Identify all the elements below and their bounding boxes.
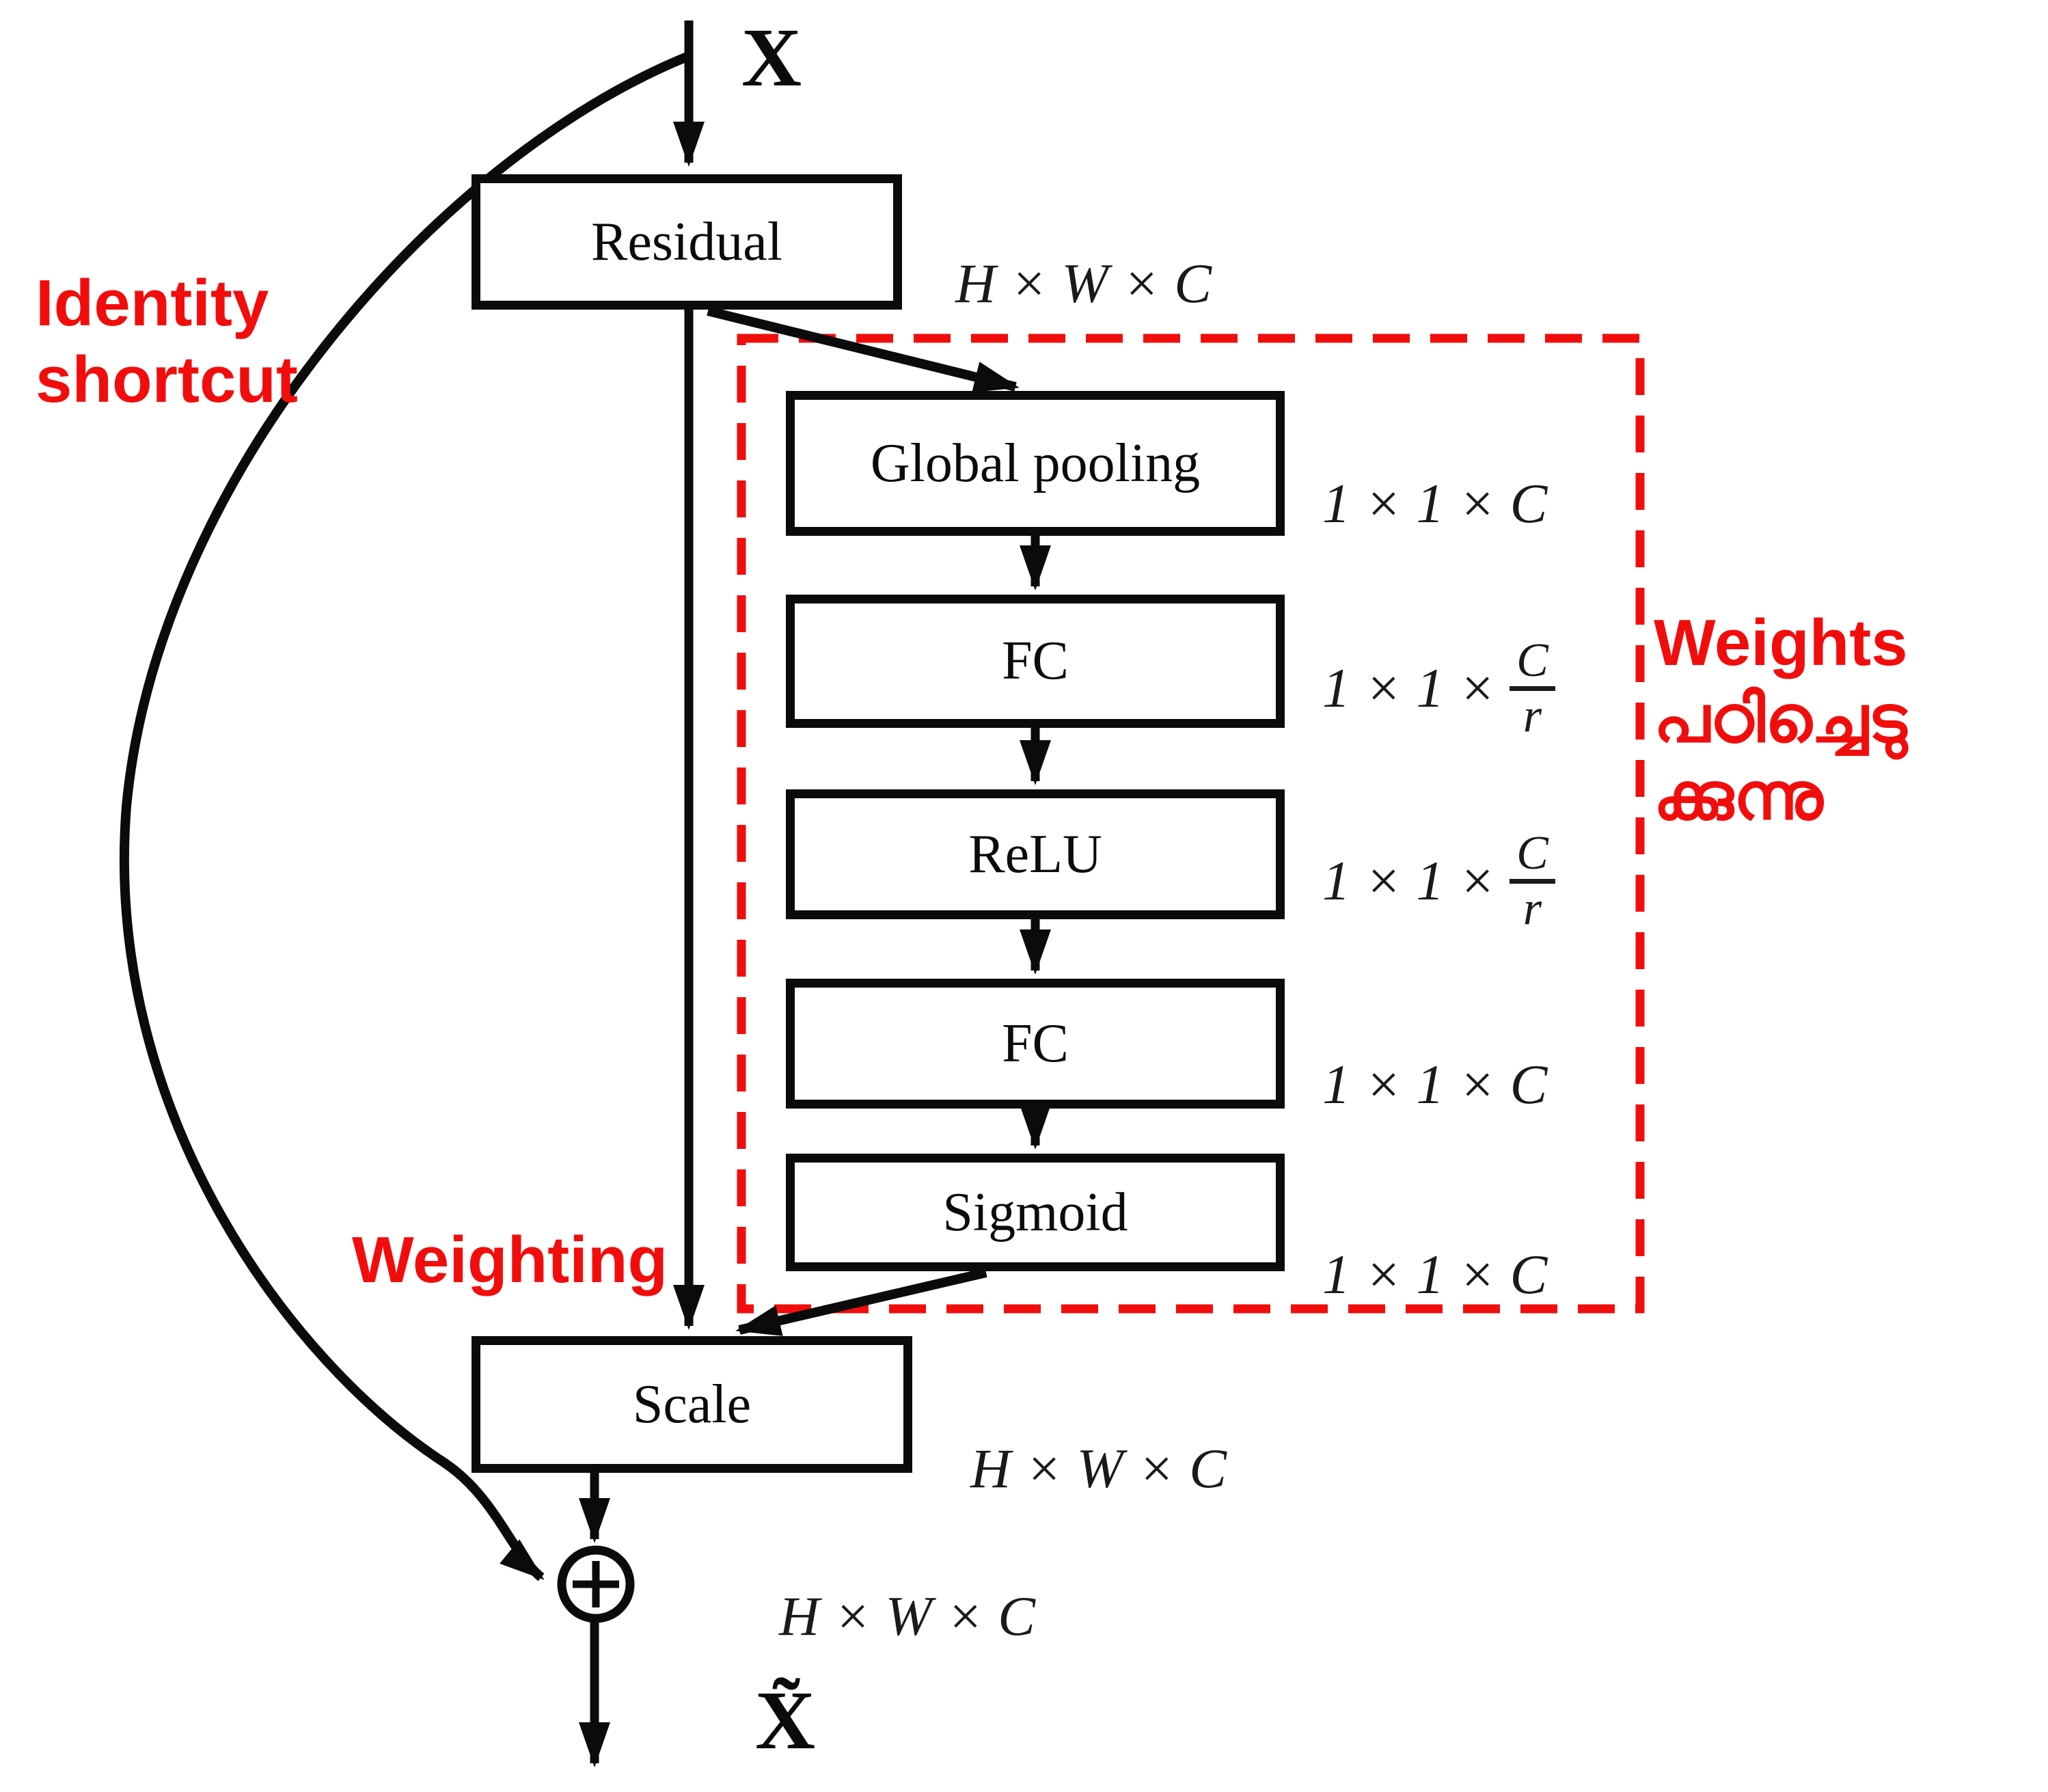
dim-residual: H × W × C [955, 252, 1212, 314]
fraction-c-over-r: C r [1510, 828, 1555, 934]
residual-to-pooling-arrow [707, 306, 1020, 392]
annotation-weights-learned: Weights പഠിച്ചെടു ക്കുന്നു [1654, 606, 1908, 833]
fc2-label: FC [1002, 1013, 1069, 1074]
residual-label: Residual [591, 211, 782, 272]
relu-label: ReLU [968, 824, 1102, 884]
dim-scale: H × W × C [970, 1437, 1227, 1499]
relu-box: ReLU [786, 789, 1285, 919]
fc1-box: FC [786, 595, 1285, 728]
fraction-c-over-r: C r [1510, 636, 1555, 741]
dim-fc1: 1 × 1 × C r [1322, 636, 1555, 741]
dim-global-pooling: 1 × 1 × C [1322, 472, 1548, 534]
sigmoid-box: Sigmoid [786, 1154, 1285, 1271]
input-tensor-label: X [741, 12, 802, 104]
scale-box: Scale [472, 1336, 912, 1473]
fc1-label: FC [1002, 631, 1069, 691]
fc2-box: FC [786, 979, 1285, 1109]
identity-shortcut-curve [119, 51, 691, 1581]
plus-icon [573, 1561, 619, 1607]
output-tensor-label: X̃ [755, 1674, 816, 1767]
dim-relu: 1 × 1 × C r [1322, 828, 1555, 934]
global-pooling-label: Global pooling [870, 433, 1201, 493]
weights-dashed-region [737, 334, 1645, 1314]
scale-label: Scale [632, 1374, 752, 1435]
dim-sum: H × W × C [779, 1585, 1035, 1647]
sigmoid-label: Sigmoid [942, 1182, 1128, 1243]
residual-box: Residual [472, 174, 902, 310]
global-pooling-box: Global pooling [786, 391, 1285, 536]
dim-sigmoid: 1 × 1 × C [1322, 1243, 1548, 1305]
annotation-weighting: Weighting [352, 1223, 668, 1297]
dim-fc2: 1 × 1 × C [1322, 1053, 1548, 1115]
sigmoid-to-scale-arrow [735, 1268, 987, 1336]
annotation-identity-shortcut: Identity shortcut [36, 267, 298, 417]
